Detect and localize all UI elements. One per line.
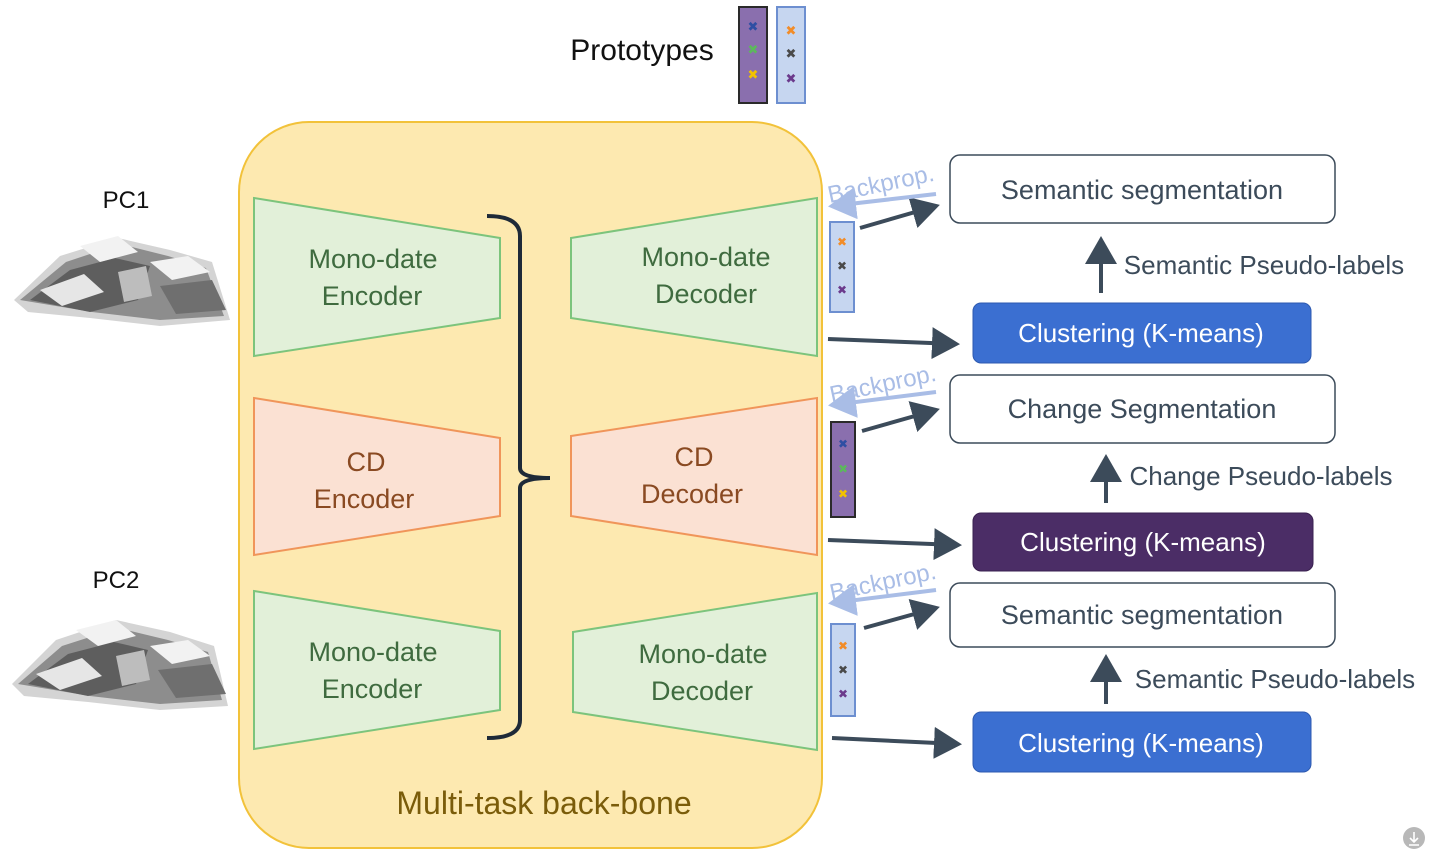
encoder-middle-line1: CD [347,447,386,477]
arrow-to-clustering-bottom [831,726,962,759]
prototype-marker-icon: ✖ [838,687,848,701]
semantic-segmentation-box-top [949,154,1336,224]
pc2-label: PC2 [93,567,140,594]
encoder-bottom-line2: Encoder [322,674,423,704]
mono-date-decoder-top [570,196,818,358]
decoder-bottom-line2: Decoder [651,676,753,706]
prototype-marker-icon: ✖ [748,42,759,57]
mono-date-encoder-top [253,196,501,358]
prototype-marker-icon: ✖ [786,46,797,61]
semantic-segmentation-box-bottom [949,582,1336,648]
backprop-arrow-middle [828,386,937,418]
point-cloud-1-image [14,236,230,326]
pc2-group: PC2 [12,567,228,710]
arrow-to-change-seg [861,401,940,433]
encoder-bottom-line1: Mono-date [308,637,437,667]
prototype-marker-icon: ✖ [838,487,848,501]
clustering-kmeans-box-middle [972,512,1314,572]
prototype-marker-icon: ✖ [837,259,847,273]
download-icon[interactable] [1403,827,1425,849]
prototype-marker-icon: ✖ [837,283,847,297]
decoder-bottom-line1: Mono-date [638,639,767,669]
semantic-pseudo-labels-top: Semantic Pseudo-labels [1124,250,1404,280]
prototype-marker-icon: ✖ [838,462,848,476]
arrow-to-semantic-seg-bottom [863,599,940,630]
clustering-label-bottom: Clustering (K-means) [1018,728,1264,758]
mono-date-decoder-bottom [572,591,818,752]
cd-encoder [253,396,501,557]
prototype-marker-icon: ✖ [748,67,759,82]
decoder-top-line1: Mono-date [641,242,770,272]
decoder-top-line2: Decoder [655,279,757,309]
backprop-arrow-top [828,187,937,220]
prototype-marker-icon: ✖ [786,71,797,86]
change-segmentation-label: Change Segmentation [1008,394,1277,424]
prototype-vector-semantic [776,6,806,104]
clustering-kmeans-box-top [972,302,1312,364]
prototype-marker-icon: ✖ [786,23,797,38]
semantic-pseudo-labels-bottom: Semantic Pseudo-labels [1135,664,1415,694]
prototype-vector-middle [830,421,856,518]
pc1-group: PC1 [14,187,230,326]
decoder-middle-line2: Decoder [641,479,743,509]
change-pseudo-labels: Change Pseudo-labels [1129,461,1392,491]
prototype-vector-change [738,6,768,104]
decoder-middle-line1: CD [675,442,714,472]
backprop-arrow-bottom [828,584,937,616]
clustering-label-top: Clustering (K-means) [1018,318,1264,348]
point-cloud-2-image [12,620,228,710]
prototype-marker-icon: ✖ [838,639,848,653]
pc1-label: PC1 [103,187,150,214]
clustering-label-middle: Clustering (K-means) [1020,527,1266,557]
arrow-to-clustering-top [827,327,960,360]
shared-features-bracket [486,214,551,740]
mono-date-encoder-bottom [253,589,501,751]
semantic-segmentation-label-bottom: Semantic segmentation [1001,600,1283,630]
arrow-to-clustering-middle [827,528,962,561]
prototype-marker-icon: ✖ [838,437,848,451]
encoder-top-line1: Mono-date [308,244,437,274]
backprop-label-middle: Backprop. [827,360,938,409]
change-segmentation-box [949,374,1336,444]
backprop-label-bottom: Backprop. [827,558,938,607]
semantic-segmentation-label-top: Semantic segmentation [1001,175,1283,205]
prototype-marker-icon: ✖ [837,235,847,249]
clustering-kmeans-box-bottom [972,711,1312,773]
prototype-marker-icon: ✖ [748,19,759,34]
encoder-top-line2: Encoder [322,281,423,311]
encoder-middle-line2: Encoder [314,484,415,514]
prototype-vector-top [829,221,855,313]
backbone-label: Multi-task back-bone [396,785,691,821]
prototypes-label: Prototypes [570,34,713,67]
prototype-marker-icon: ✖ [838,663,848,677]
prototype-vector-bottom [830,623,856,717]
arrow-to-semantic-seg-top [859,197,940,230]
cd-decoder [570,396,818,557]
prototypes-group: Prototypes ✖ ✖ ✖ ✖ ✖ ✖ [570,6,806,104]
